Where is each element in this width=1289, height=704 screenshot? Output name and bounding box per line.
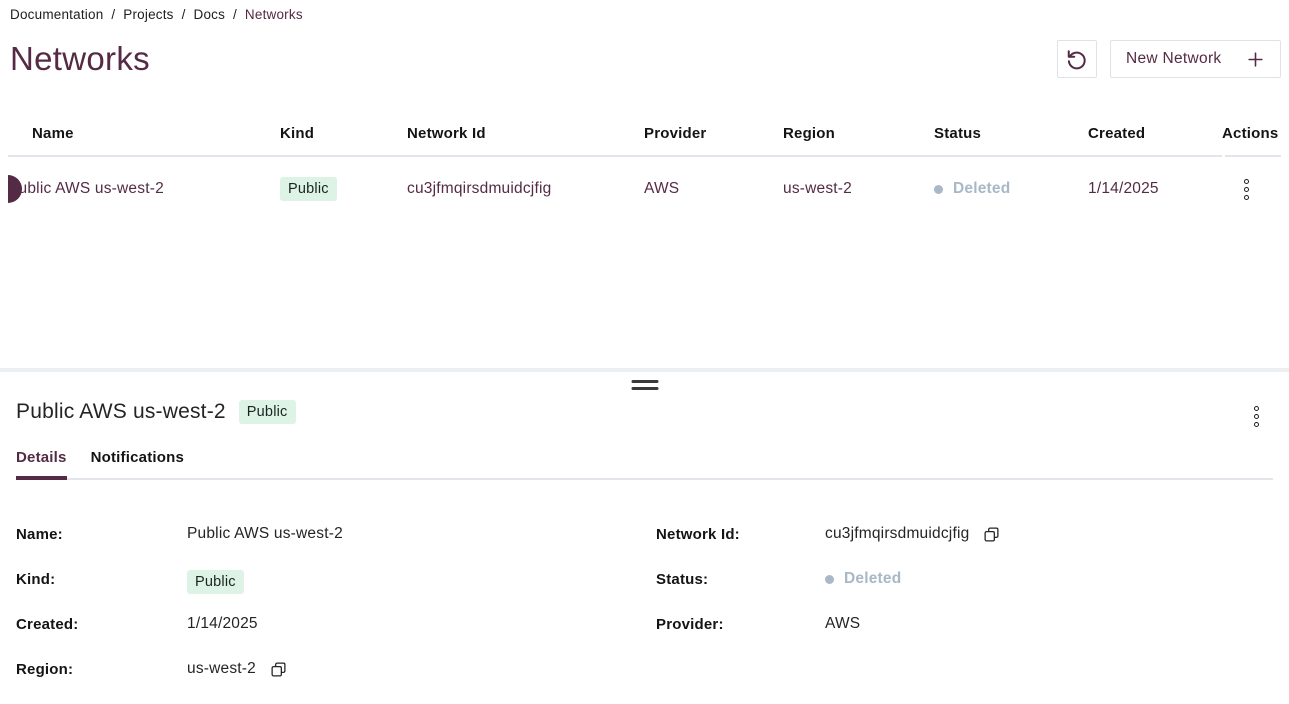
column-header-name: Name: [8, 112, 280, 157]
drawer-drag-handle[interactable]: [629, 378, 660, 392]
detail-label-status: Status:: [656, 571, 709, 588]
drawer-header: Public AWS us-west-2 Public: [0, 372, 1289, 424]
copy-region-button[interactable]: [270, 661, 287, 678]
status-dot-icon: [825, 574, 834, 584]
header-actions: New Network: [1057, 40, 1281, 78]
column-header-network-id: Network Id: [407, 112, 644, 157]
drawer-tabs: Details Notifications: [0, 449, 1289, 480]
provider: AWS: [644, 180, 680, 197]
region: us-west-2: [783, 180, 852, 197]
detail-value-kind: Public: [187, 569, 656, 594]
drag-handle-icon: [631, 380, 658, 383]
detail-value-provider: AWS: [825, 615, 861, 632]
table-header-row: Name Kind Network Id Provider Region Sta…: [8, 112, 1281, 157]
detail-label-provider: Provider:: [656, 616, 724, 633]
cell-kind: Public: [280, 157, 407, 221]
breadcrumb-item-networks: Networks: [244, 7, 303, 22]
refresh-button[interactable]: [1057, 40, 1097, 78]
detail-value-name: Public AWS us-west-2: [187, 525, 343, 542]
column-header-region: Region: [783, 112, 934, 157]
refresh-icon: [1066, 48, 1088, 70]
kind-badge: Public: [280, 177, 337, 201]
kind-badge: Public: [187, 570, 244, 594]
detail-value-status: Deleted: [825, 569, 1273, 588]
breadcrumb-item-docs[interactable]: Docs: [193, 7, 226, 22]
plus-icon: [1246, 50, 1265, 69]
row-actions-menu-button[interactable]: [1238, 173, 1255, 206]
detail-value-region: us-west-2: [187, 659, 656, 678]
drawer-top-divider: [0, 368, 1289, 372]
cell-provider: AWS: [644, 157, 783, 221]
cell-name: Public AWS us-west-2: [8, 157, 280, 221]
detail-value-created: 1/14/2025: [187, 615, 258, 632]
new-network-button[interactable]: New Network: [1110, 40, 1281, 78]
breadcrumb-separator: /: [181, 7, 186, 22]
tabs-divider: [16, 478, 1273, 480]
cell-actions: [1222, 157, 1281, 221]
column-header-status: Status: [934, 112, 1088, 157]
copy-icon: [984, 526, 999, 542]
drawer-actions-menu-button[interactable]: [1248, 400, 1265, 433]
detail-label-created: Created:: [16, 616, 79, 633]
status-dot-icon: [934, 184, 943, 194]
details-drawer: Public AWS us-west-2 Public Details Noti…: [0, 368, 1289, 700]
drawer-kind-badge: Public: [238, 400, 296, 424]
cell-network-id: cu3jfmqirsdmuidcjfig: [407, 157, 644, 221]
breadcrumb-item-projects[interactable]: Projects: [123, 7, 174, 22]
detail-label-name: Name:: [16, 526, 63, 543]
cell-created: 1/14/2025: [1088, 157, 1222, 221]
detail-value-network-id: cu3jfmqirsdmuidcjfig: [825, 524, 1273, 543]
breadcrumb: Documentation / Projects / Docs / Networ…: [10, 7, 307, 22]
selected-row-indicator: [8, 175, 22, 203]
column-header-created: Created: [1088, 112, 1222, 157]
kebab-icon: [1244, 178, 1249, 184]
tab-notifications[interactable]: Notifications: [90, 449, 185, 466]
table-row[interactable]: Public AWS us-west-2 Public cu3jfmqirsdm…: [8, 157, 1281, 221]
networks-table: Name Kind Network Id Provider Region Sta…: [8, 112, 1281, 221]
column-header-kind: Kind: [280, 112, 407, 157]
status-badge: Deleted: [934, 180, 1010, 198]
breadcrumb-separator: /: [233, 7, 237, 22]
column-header-provider: Provider: [644, 112, 783, 157]
breadcrumb-separator: /: [111, 7, 116, 22]
kebab-icon: [1254, 406, 1259, 411]
cell-region: us-west-2: [783, 157, 934, 221]
cell-status: Deleted: [934, 157, 1088, 221]
detail-label-kind: Kind:: [16, 571, 56, 588]
copy-network-id-button[interactable]: [983, 526, 1000, 543]
breadcrumb-item-documentation[interactable]: Documentation: [10, 7, 104, 22]
new-network-label: New Network: [1126, 50, 1222, 67]
created-date: 1/14/2025: [1088, 180, 1159, 197]
status-label: Deleted: [953, 180, 1011, 197]
detail-label-region: Region:: [16, 661, 74, 678]
detail-label-network-id: Network Id:: [656, 526, 740, 543]
tab-details[interactable]: Details: [16, 449, 67, 480]
status-badge: Deleted: [825, 570, 901, 588]
network-name: Public AWS us-west-2: [8, 180, 164, 197]
copy-icon: [271, 661, 286, 677]
drawer-title: Public AWS us-west-2: [16, 400, 226, 423]
column-header-actions: Actions: [1222, 112, 1281, 157]
page-title: Networks: [10, 40, 150, 77]
network-id: cu3jfmqirsdmuidcjfig: [407, 180, 552, 197]
details-grid: Name: Public AWS us-west-2 Network Id: c…: [16, 524, 1273, 704]
